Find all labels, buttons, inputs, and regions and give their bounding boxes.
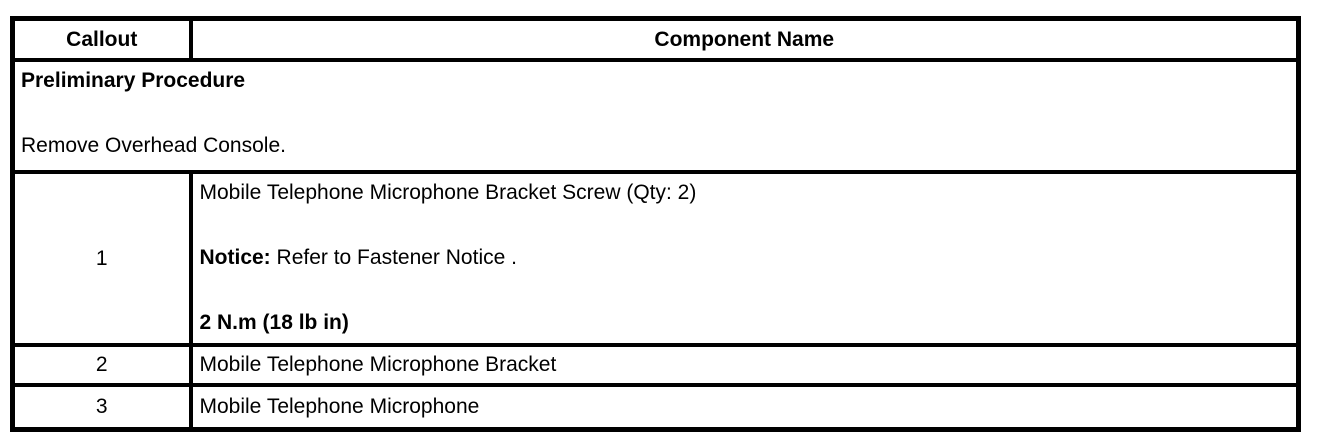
preliminary-procedure-title: Preliminary Procedure xyxy=(21,68,246,92)
component-name-column-header: Component Name xyxy=(188,16,1301,62)
table-row: 1 Mobile Telephone Microphone Bracket Sc… xyxy=(10,169,1301,347)
preliminary-procedure-row: Preliminary Procedure Remove Overhead Co… xyxy=(10,57,1301,174)
notice-line: Notice: Refer to Fastener Notice . xyxy=(200,242,1291,273)
preliminary-procedure-step: Remove Overhead Console. xyxy=(21,133,286,157)
table-row: 2 Mobile Telephone Microphone Bracket xyxy=(10,342,1301,387)
component-name: Mobile Telephone Microphone Bracket Scre… xyxy=(199,180,697,204)
table-row: 3 Mobile Telephone Microphone xyxy=(10,382,1301,432)
notice-text: Refer to Fastener Notice . xyxy=(270,245,517,269)
component-description-cell: Mobile Telephone Microphone Bracket Scre… xyxy=(188,169,1301,347)
callout-number: 1 xyxy=(10,169,193,347)
callout-column-header: Callout xyxy=(10,16,193,62)
torque-spec: 2 N.m (18 lb in) xyxy=(199,310,349,334)
component-name: Mobile Telephone Microphone xyxy=(188,382,1301,432)
callout-number: 2 xyxy=(10,342,193,387)
component-name: Mobile Telephone Microphone Bracket xyxy=(188,342,1301,387)
callout-number: 3 xyxy=(10,382,193,432)
preliminary-procedure-cell: Preliminary Procedure Remove Overhead Co… xyxy=(10,57,1301,174)
header-row: Callout Component Name xyxy=(10,16,1301,62)
component-callout-table: Callout Component Name Preliminary Proce… xyxy=(10,16,1301,432)
notice-label: Notice: xyxy=(199,245,271,269)
